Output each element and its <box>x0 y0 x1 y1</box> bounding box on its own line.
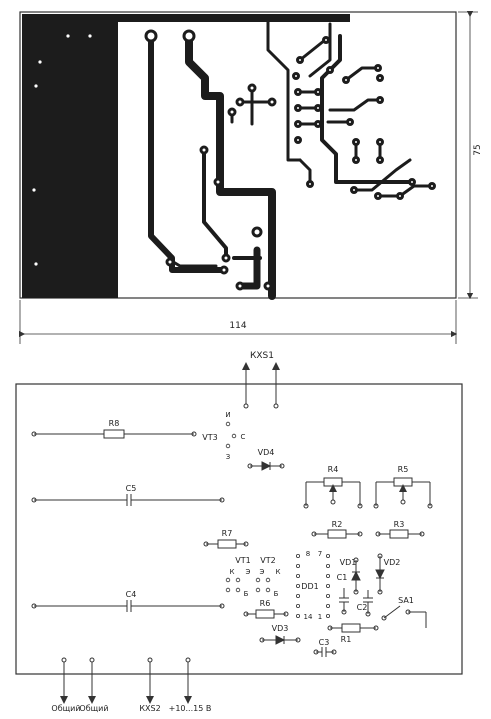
r3-label: R3 <box>394 520 405 529</box>
layout-board-outline <box>15 383 463 675</box>
c5-label: C5 <box>126 484 137 493</box>
sa1-switch <box>381 605 427 628</box>
r5-label: R5 <box>398 465 409 474</box>
vt1-pin-b: Б <box>244 590 249 598</box>
dimension-height-label: 75 <box>473 144 483 155</box>
r2-label: R2 <box>332 520 343 529</box>
vt3-transistor <box>225 421 237 449</box>
c5-capacitor <box>31 494 225 506</box>
vt3-pin-z: З <box>226 453 231 461</box>
vd1-label: VD1 <box>340 558 357 567</box>
r7-resistor <box>203 539 249 549</box>
vd4-diode <box>247 461 285 471</box>
kxs1-label: КXS1 <box>250 351 274 361</box>
c4-capacitor <box>31 600 225 612</box>
dd1-pin-8: 8 <box>306 550 310 558</box>
vt2-pin-e: Э <box>260 568 265 576</box>
sa1-label: SA1 <box>398 596 414 605</box>
vt1-pin-k: К <box>230 568 235 576</box>
r6-label: R6 <box>260 599 271 608</box>
c1-label: C1 <box>337 573 348 582</box>
dd1-label: DD1 <box>301 582 318 591</box>
c3-capacitor <box>313 647 337 657</box>
r6-resistor <box>243 609 289 619</box>
vt2-pin-k: К <box>276 568 281 576</box>
vt3-pin-u: И <box>225 411 230 419</box>
r8-label: R8 <box>109 419 120 428</box>
vt3-label: VT3 <box>202 433 217 442</box>
dimension-lines <box>18 10 478 344</box>
common1-label: Общий <box>51 704 80 713</box>
dd1-chip-pads <box>295 554 330 619</box>
c2-capacitor <box>363 590 373 617</box>
supply-label: +10...15 В <box>169 704 212 713</box>
ground-plane-holes <box>32 34 92 266</box>
vt2-pin-b: Б <box>274 590 279 598</box>
r7-label: R7 <box>222 529 233 538</box>
vt1-vt2-pads <box>225 577 271 593</box>
vd2-diode <box>375 553 385 595</box>
component-layout: КXS1 R8 C5 C4 R7 <box>15 351 463 713</box>
r1-label: R1 <box>341 635 352 644</box>
copper-top-strip <box>118 14 350 22</box>
ground-plane <box>22 14 118 298</box>
c4-label: C4 <box>126 590 137 599</box>
dimension-width-label: 114 <box>229 321 246 331</box>
vt1-pin-e: Э <box>246 568 251 576</box>
copper-pads <box>144 29 436 291</box>
dd1-pin-14: 14 <box>304 613 313 621</box>
dd1-pin-1: 1 <box>318 613 322 621</box>
vt2-label: VT2 <box>260 556 275 565</box>
c1-capacitor <box>339 588 349 615</box>
vd3-diode <box>259 635 301 645</box>
dd1-pin-7: 7 <box>318 550 322 558</box>
c3-label: C3 <box>319 638 330 647</box>
r4-label: R4 <box>328 465 339 474</box>
r1-resistor <box>327 623 379 633</box>
r5-potentiometer <box>373 477 433 509</box>
vd1-diode <box>351 557 361 595</box>
c2-label: C2 <box>357 603 368 612</box>
r8-resistor <box>31 429 197 439</box>
vt3-pin-c: С <box>241 433 246 441</box>
vd4-label: VD4 <box>258 448 275 457</box>
vd2-label: VD2 <box>384 558 401 567</box>
pcb-board: 114 75 <box>18 10 483 344</box>
vd3-label: VD3 <box>272 624 289 633</box>
common2-label: Общий <box>79 704 108 713</box>
kxs2-label: КXS2 <box>139 704 160 713</box>
r3-resistor <box>375 529 425 539</box>
r2-resistor <box>311 529 363 539</box>
r4-potentiometer <box>303 477 363 509</box>
bottom-connectors <box>60 657 192 704</box>
kxs1-connector <box>242 362 280 409</box>
vt1-label: VT1 <box>235 556 250 565</box>
